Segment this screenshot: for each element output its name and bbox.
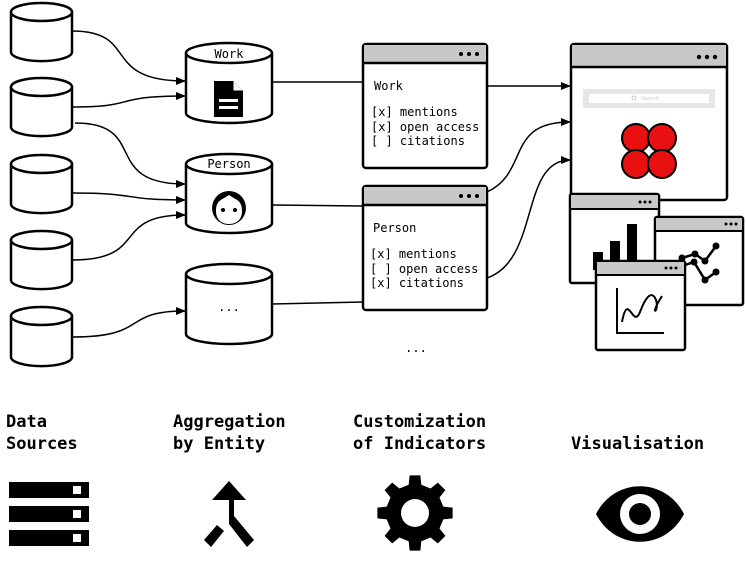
entity-person-label: Person xyxy=(207,157,250,171)
merge-icon xyxy=(204,481,254,547)
indicator-option: [x] mentions xyxy=(370,247,457,261)
server-rack-icon xyxy=(9,482,89,546)
stage-label-line: Aggregation xyxy=(173,412,286,432)
person-face-icon xyxy=(212,191,246,225)
indicator-option: [ ] citations xyxy=(371,134,465,148)
line-chart-icon xyxy=(678,242,720,284)
curve-chart-window[interactable] xyxy=(594,259,687,352)
indicator-option: [x] open access xyxy=(371,120,479,134)
entity-work-label: Work xyxy=(215,47,245,61)
document-icon xyxy=(214,81,243,117)
stage-label-line: Sources xyxy=(6,434,78,454)
stage-label-line: of Indicators xyxy=(353,434,486,454)
entity-to-indicator-connectors xyxy=(271,81,364,305)
stage-label-line: Visualisation xyxy=(571,434,704,454)
search-icon xyxy=(631,95,637,101)
entity-other-label: ... xyxy=(218,300,240,314)
stage-label-aggregation: Aggregation by Entity xyxy=(173,412,286,454)
data-source-cylinder xyxy=(9,153,74,215)
search-bar[interactable]: Search xyxy=(583,89,715,108)
indicator-window-title: Person xyxy=(373,221,416,235)
stage-label-visualisation: Visualisation xyxy=(571,434,704,454)
indicator-window-title: Work xyxy=(374,79,404,93)
window-dots-icon xyxy=(459,194,479,198)
visualisation-main-window[interactable]: Search xyxy=(569,42,729,202)
indicator-option: [ ] open access xyxy=(370,262,478,276)
window-dots-icon xyxy=(696,54,718,60)
source-to-entity-connectors xyxy=(71,30,186,338)
indicator-to-visualisation-connectors xyxy=(486,82,571,279)
gear-icon xyxy=(377,475,453,551)
red-flower-visualisation xyxy=(621,123,677,179)
window-dots-icon xyxy=(459,52,479,56)
data-source-cylinder xyxy=(9,1,74,63)
more-indicators-ellipsis: ... xyxy=(405,341,427,355)
indicator-window-person[interactable]: Person [x] mentions [ ] open access [x] … xyxy=(361,184,489,312)
indicator-option: [x] citations xyxy=(370,276,464,290)
stage-label-data-sources: Data Sources xyxy=(6,412,78,454)
stage-label-customization: Customization of Indicators xyxy=(353,412,486,454)
stage-label-line: by Entity xyxy=(173,434,265,454)
search-placeholder: Search xyxy=(641,96,659,102)
window-dots-icon xyxy=(664,266,678,270)
indicator-option: [x] mentions xyxy=(371,105,458,119)
curve-chart-icon xyxy=(616,288,664,334)
eye-icon xyxy=(596,486,684,542)
entity-person-cylinder: Person xyxy=(184,152,274,235)
stage-label-line: Data xyxy=(6,412,47,432)
indicator-window-work[interactable]: Work [x] mentions [x] open access [ ] ci… xyxy=(361,42,489,170)
window-dots-icon xyxy=(724,222,738,226)
data-source-cylinder xyxy=(9,305,74,368)
data-source-cylinder xyxy=(9,76,74,138)
data-source-cylinder xyxy=(9,229,74,291)
entity-work-cylinder: Work xyxy=(184,41,274,125)
entity-other-cylinder: ... xyxy=(184,262,274,346)
window-dots-icon xyxy=(638,200,652,204)
stage-label-line: Customization xyxy=(353,412,486,432)
